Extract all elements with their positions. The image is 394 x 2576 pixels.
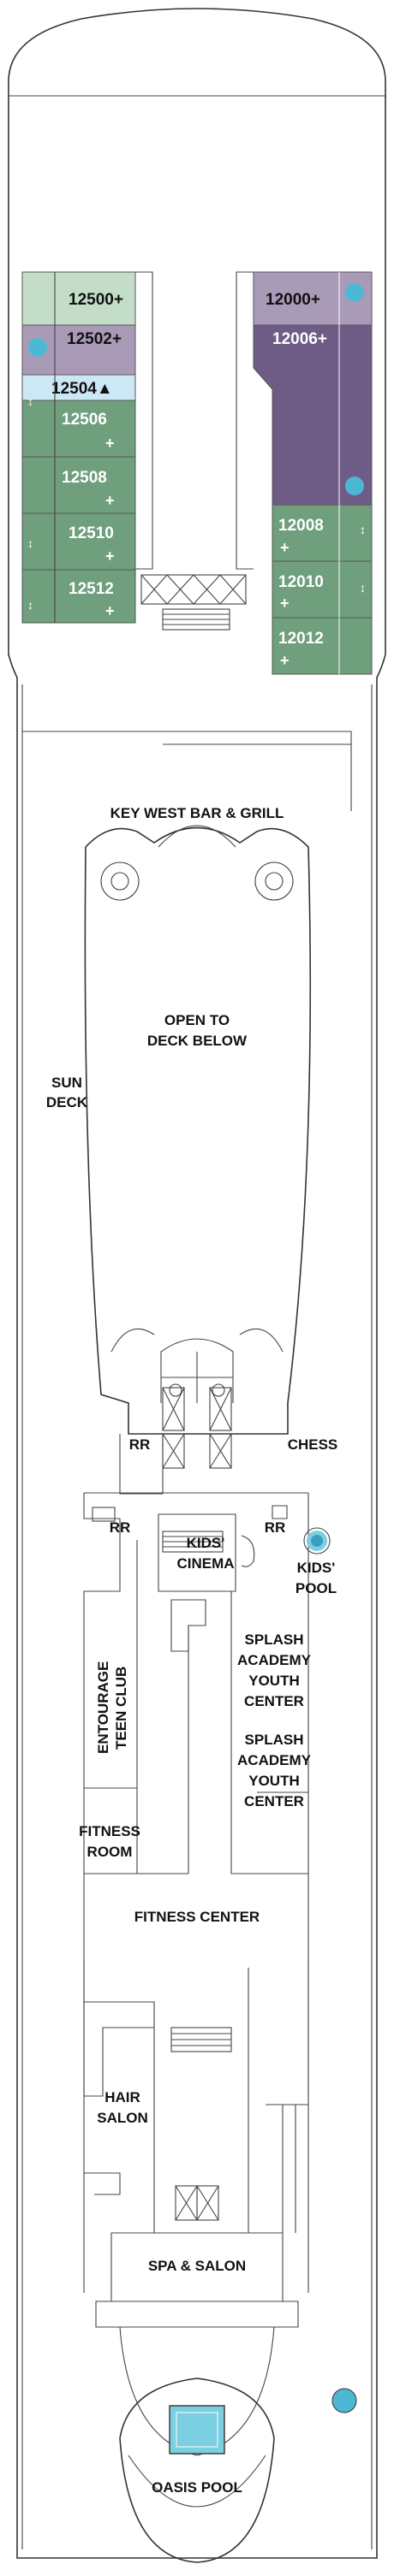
cabin-12506-plus: +	[105, 435, 115, 452]
chess-label: CHESS	[288, 1436, 338, 1453]
hair-salon-label-2: SALON	[97, 2110, 148, 2126]
cabin-12506-label: 12506	[62, 411, 107, 429]
door-arrow-icon: ↕	[27, 394, 33, 408]
splash-academy-2-line2: ACADEMY	[237, 1752, 312, 1768]
open-deck-label-2: DECK BELOW	[147, 1033, 248, 1049]
cabin-12512	[21, 569, 136, 624]
sun-deck-label-2: DECK	[46, 1094, 88, 1110]
oasis-pool-label: OASIS POOL	[152, 2479, 242, 2496]
accessible-marker-12006	[345, 477, 364, 495]
cabin-12010-plus: +	[280, 595, 290, 612]
kids-cinema-label-1: KIDS'	[187, 1535, 225, 1551]
cabin-12510-plus: +	[105, 548, 115, 565]
accessible-marker-12502	[28, 338, 47, 357]
cabin-12508-plus: +	[105, 492, 115, 509]
cabin-12500	[21, 271, 136, 326]
cabin-12508-label: 12508	[62, 469, 107, 487]
open-deck-label-1: OPEN TO	[164, 1012, 230, 1028]
cabin-12008	[272, 504, 373, 562]
door-arrow-icon: ↕	[360, 523, 366, 536]
forward-stairwell	[135, 271, 254, 631]
cabin-12000-label: 12000+	[266, 291, 320, 309]
port-cabin-block: 12500+ 12502+ 12504▲ 12506 + 12508 + 125…	[21, 271, 136, 624]
kids-cinema-label-2: CINEMA	[176, 1555, 234, 1572]
restroom-label-1: RR	[129, 1436, 151, 1453]
splash-academy-1-line3: YOUTH	[248, 1673, 300, 1689]
cabin-12008-plus: +	[280, 539, 290, 556]
splash-academy-2-line3: YOUTH	[248, 1773, 300, 1789]
cabin-12012	[272, 617, 373, 675]
cabin-12506	[21, 400, 136, 458]
splash-academy-2-line4: CENTER	[244, 1793, 304, 1809]
fitness-center-label: FITNESS CENTER	[134, 1909, 260, 1925]
splash-academy-1-line2: ACADEMY	[237, 1652, 312, 1668]
kids-pool-label-2: POOL	[296, 1580, 337, 1596]
restroom-label-2: RR	[110, 1519, 131, 1536]
fitness-room-label-1: FITNESS	[79, 1823, 140, 1839]
whirlpool-marker	[331, 2388, 357, 2413]
cabin-12508	[21, 456, 136, 514]
cabin-12010-label: 12010	[278, 573, 324, 591]
kids-pool	[303, 1527, 331, 1554]
oasis-pool-water	[169, 2405, 225, 2455]
cabin-12510-label: 12510	[69, 524, 114, 542]
door-arrow-icon: ↕	[27, 536, 33, 550]
entourage-teen-club-label: ENTOURAGE TEEN CLUB	[95, 1661, 129, 1754]
kids-pool-label-1: KIDS'	[297, 1560, 336, 1576]
restroom-label-3: RR	[265, 1519, 286, 1536]
ship-hull	[8, 8, 386, 2559]
splash-academy-1-line1: SPLASH	[245, 1631, 304, 1648]
aft-section-structure	[83, 1959, 309, 2563]
svg-text:TEEN CLUB: TEEN CLUB	[113, 1667, 129, 1750]
cabin-12006-label: 12006+	[272, 330, 327, 348]
cabin-12012-plus: +	[280, 652, 290, 669]
mid-section-structure	[83, 1387, 309, 2096]
key-west-label: KEY WEST BAR & GRILL	[110, 805, 284, 821]
cabin-12012-label: 12012	[278, 630, 324, 648]
cabin-12512-plus: +	[105, 602, 115, 619]
fitness-room-label-2: ROOM	[87, 1844, 133, 1860]
door-arrow-icon: ↕	[360, 581, 366, 595]
cabin-12502-label: 12502+	[67, 330, 122, 348]
cabin-12512-label: 12512	[69, 580, 114, 598]
cabin-12500-label: 12500+	[69, 291, 123, 309]
hull-inner-line	[21, 684, 373, 2549]
cabin-12008-label: 12008	[278, 517, 324, 535]
cabin-12510	[21, 512, 136, 571]
splash-academy-2-line1: SPLASH	[245, 1732, 304, 1748]
cabin-12504	[21, 374, 136, 401]
splash-academy-1-line4: CENTER	[244, 1693, 304, 1709]
cabin-12504-label: 12504▲	[51, 380, 113, 398]
hair-salon-label-1: HAIR	[104, 2089, 140, 2105]
sun-deck-label-1: SUN	[51, 1075, 82, 1091]
svg-text:ENTOURAGE: ENTOURAGE	[95, 1661, 111, 1754]
oasis-pool	[169, 2405, 225, 2455]
starboard-cabin-block: 12000+ 12006+ 12008 + 12010 + 12012 + ↕ …	[253, 271, 373, 675]
accessible-marker-12000	[345, 283, 364, 302]
spa-salon-label: SPA & SALON	[148, 2258, 246, 2274]
pool-deck-structure	[22, 731, 352, 1435]
door-arrow-icon: ↕	[27, 598, 33, 612]
